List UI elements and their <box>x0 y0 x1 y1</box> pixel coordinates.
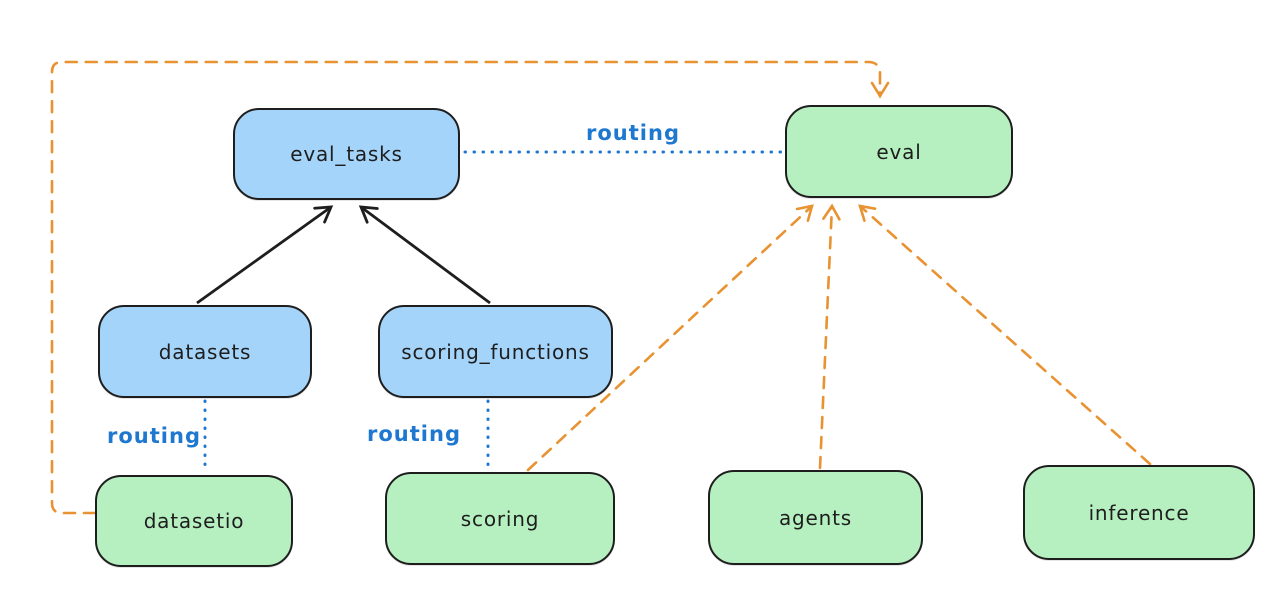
node-inference: inference <box>1023 465 1255 560</box>
node-datasetio: datasetio <box>95 475 293 567</box>
edge-inference-to-eval <box>858 204 1152 466</box>
edge-datasetio-to-eval <box>50 60 890 515</box>
node-agents-label: agents <box>779 505 852 530</box>
edge-datasets-to-eval-tasks <box>196 205 334 305</box>
node-datasets-label: datasets <box>158 339 252 364</box>
node-eval: eval <box>785 105 1013 198</box>
node-scoring-functions-label: scoring_functions <box>401 339 590 364</box>
routing-label-eval-tasks-eval: routing <box>586 121 680 145</box>
node-eval-tasks: eval_tasks <box>233 108 460 200</box>
routing-label-datasets-datasetio: routing <box>107 424 201 448</box>
node-eval-tasks-label: eval_tasks <box>290 142 403 166</box>
node-datasets: datasets <box>98 305 312 398</box>
node-agents: agents <box>708 470 923 565</box>
node-scoring: scoring <box>385 472 615 565</box>
node-datasetio-label: datasetio <box>143 509 245 533</box>
node-scoring-label: scoring <box>460 506 540 531</box>
edge-agents-to-eval <box>818 203 841 470</box>
edge-scoring-functions-to-eval-tasks <box>358 205 491 305</box>
node-inference-label: inference <box>1088 500 1190 525</box>
node-eval-label: eval <box>876 139 922 164</box>
node-scoring-functions: scoring_functions <box>378 305 613 398</box>
edge-scoring-to-eval <box>526 204 814 472</box>
routing-label-scoring-functions-scoring: routing <box>367 422 461 446</box>
